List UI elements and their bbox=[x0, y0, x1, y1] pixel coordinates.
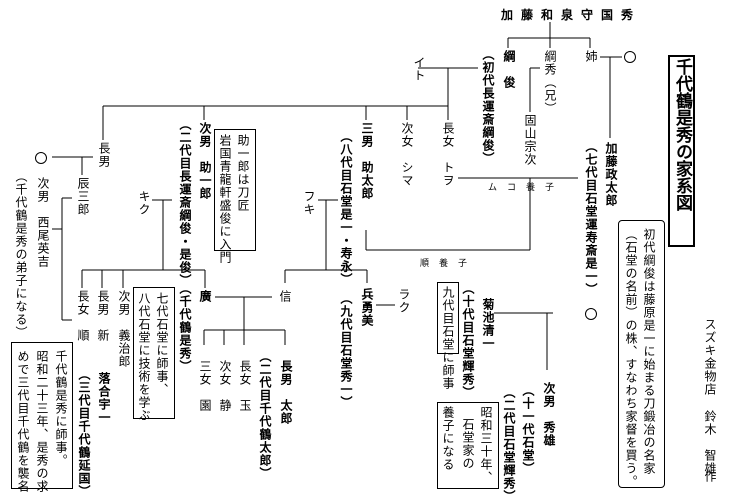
unknown-spouse-marker-3 bbox=[585, 308, 597, 320]
person-ochiai: 落合宇一 bbox=[97, 372, 111, 424]
ochiai-title: （三代目千代鶴延国） bbox=[77, 368, 91, 498]
person-tama: 長女 玉 bbox=[238, 360, 252, 412]
credit-shop: スズキ金物店 bbox=[703, 318, 717, 396]
page-title: 千代鶴是秀の家系図 bbox=[672, 58, 692, 211]
hiro-title: （千代鶴是秀） bbox=[178, 282, 192, 373]
note-box-hideo bbox=[437, 402, 499, 489]
note-ochiai-2: 昭和二十三年、是秀の求 bbox=[35, 350, 49, 493]
person-hirai: 兵勇美 bbox=[360, 288, 374, 327]
muko-yoshi-label: ムコ養子 bbox=[488, 183, 565, 193]
note-ochiai-1: 千代鶴是秀に師事。 bbox=[54, 350, 68, 467]
suke-ichiro-title: （二代目長運斎綱俊・是俊） bbox=[178, 118, 192, 287]
person-suke-ichiro: 次男 助一郎 bbox=[198, 122, 212, 200]
person-suketaro: 三男 助太郎 bbox=[360, 122, 374, 200]
person-kikuchi: 菊池清一 bbox=[481, 298, 495, 350]
person-tsunatoshi: 綱 俊 bbox=[502, 50, 516, 89]
person-kiku: キク bbox=[137, 190, 151, 216]
person-hiro: 廣 bbox=[198, 290, 212, 303]
person-gijiro: 次男 義治郎 bbox=[117, 290, 131, 368]
person-taro: 長男 太郎 bbox=[279, 360, 293, 425]
jun-yoshi-label: 順養子 bbox=[420, 259, 478, 269]
person-hideo: 次男 秀雄 bbox=[542, 382, 556, 447]
hideo-title-2: （二代目石堂輝秀） bbox=[502, 386, 516, 503]
credit-author: 鈴木 智雄 bbox=[703, 410, 717, 475]
person-masataro: 加藤政太郎 bbox=[604, 142, 618, 207]
note-kikuchi: 九代目石堂に師事 bbox=[441, 286, 455, 390]
tsunatoshi-title: （初代長運斎綱俊） bbox=[481, 48, 495, 165]
person-towo: 長女 トヲ bbox=[441, 122, 455, 187]
root-person: 加藤和泉守国秀 bbox=[501, 8, 642, 22]
person-jun: 長女 順 bbox=[76, 290, 90, 342]
credit-saku: 作 bbox=[703, 470, 717, 483]
hirai-title: （九代目石堂秀一） bbox=[339, 292, 353, 409]
person-shima: 次女 シマ bbox=[400, 122, 414, 187]
note-suke-ichiro-2: 岩国青龍軒盛俊に入門 bbox=[218, 134, 232, 264]
note-box-hiro bbox=[133, 287, 175, 419]
taro-title: （二代目千代鶴太郎） bbox=[258, 350, 272, 480]
person-fuki: フキ bbox=[302, 190, 316, 216]
person-chonan: 長男 bbox=[97, 142, 111, 168]
unknown-spouse-marker bbox=[624, 51, 636, 63]
note-box-ochiai bbox=[11, 342, 73, 489]
person-nobu: 信 bbox=[278, 290, 292, 303]
kikuchi-title: （十代目石堂輝秀） bbox=[461, 282, 475, 399]
note-hiro-2: 八代石堂に技術を学ぶ bbox=[137, 292, 151, 422]
person-shin: 長男 新 bbox=[96, 290, 110, 342]
person-nishio: 次男 西尾英吉 bbox=[36, 177, 50, 268]
person-raku: ラク bbox=[397, 288, 411, 314]
person-shizu: 次女 静 bbox=[218, 360, 232, 412]
note-scroll bbox=[618, 220, 665, 488]
note-hideo-2: 石堂家の bbox=[461, 418, 475, 470]
hideo-title-1: （十一代石堂） bbox=[521, 384, 535, 475]
suketaro-title: （八代目石堂是一・寿永） bbox=[339, 130, 353, 286]
note-box-suke-ichiro bbox=[214, 129, 256, 251]
title-box bbox=[668, 55, 695, 247]
note-box-kikuchi bbox=[437, 282, 459, 354]
note-hideo-1: 昭和三十年、 bbox=[479, 406, 493, 484]
note-hideo-3: 養子になる bbox=[441, 406, 455, 471]
person-tsunahide: 綱秀（兄） bbox=[543, 50, 557, 115]
person-koyama: 固山宗次 bbox=[523, 114, 537, 166]
unknown-spouse-marker-2 bbox=[35, 152, 47, 164]
note-suke-ichiro-1: 助一郎は刀匠 bbox=[236, 134, 250, 212]
person-tatsusaburo: 辰三郎 bbox=[76, 177, 90, 216]
nishio-note: （千代鶴是秀の弟子になる） bbox=[14, 170, 28, 339]
note-hiro-1: 七代石堂に師事、 bbox=[155, 292, 169, 396]
note-ochiai-3: めで三代目千代鶴を襲名 bbox=[16, 350, 30, 493]
scroll-line-2: （石堂の名前）の株、すなわち家督を買う。 bbox=[624, 228, 638, 488]
masataro-title: （七代目石堂運寿斎是一） bbox=[584, 140, 598, 296]
scroll-line-1: 初代綱俊は藤原是一に始まる刀鍛冶の名家 bbox=[642, 228, 656, 475]
person-ane: 姉 bbox=[584, 50, 598, 63]
person-ito: イト bbox=[412, 56, 426, 82]
person-sono: 三女 園 bbox=[198, 360, 212, 412]
